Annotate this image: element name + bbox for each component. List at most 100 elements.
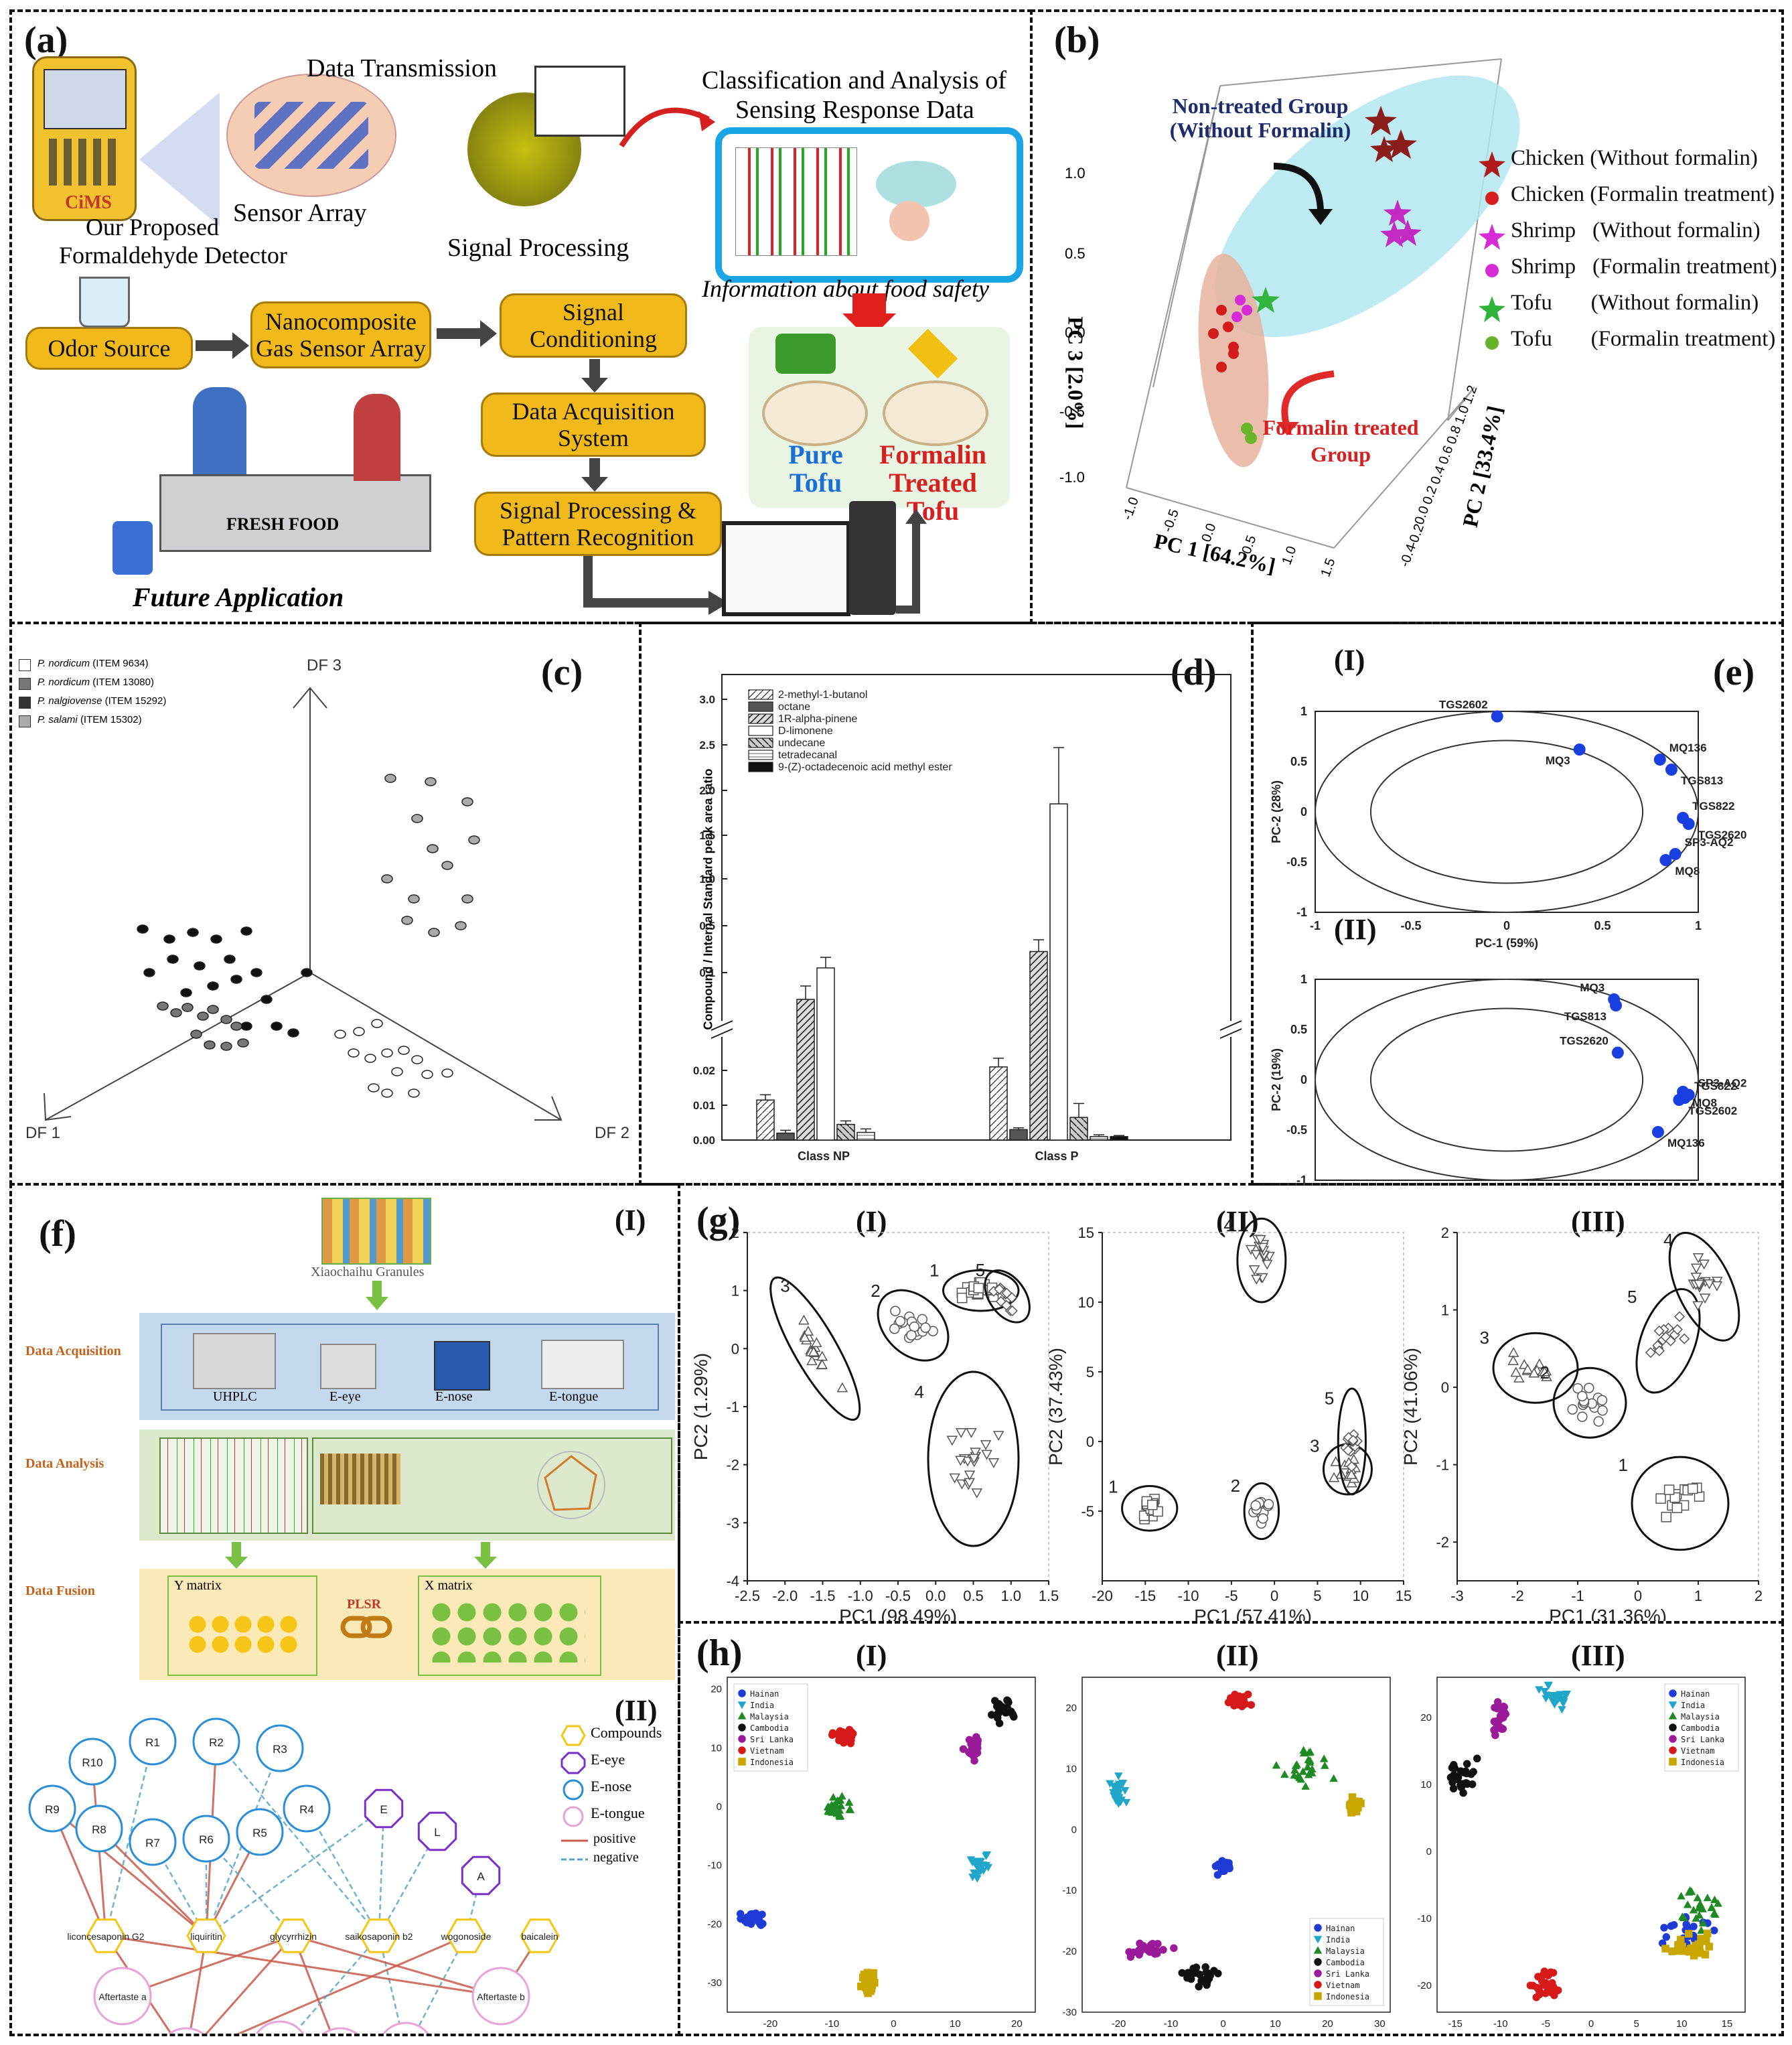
g-data-point: [966, 1428, 977, 1438]
analysis-box: [312, 1437, 672, 1534]
spectrum-image: [320, 1454, 400, 1504]
h-data-point: [830, 1802, 839, 1810]
h-legend-label: Vietnam: [1681, 1746, 1715, 1756]
d-bar: [836, 1123, 855, 1141]
c-scatter-points: [137, 774, 480, 1098]
h-data-point: [1686, 1886, 1694, 1894]
h-data-point: [1542, 1989, 1550, 1997]
e-outer-circle: [1315, 711, 1699, 913]
h-data-point: [1661, 1945, 1669, 1953]
h-data-point: [1296, 1775, 1306, 1783]
compound-node-label: baicalein: [521, 1931, 558, 1942]
granules-photo: [321, 1198, 431, 1265]
legend-enose: E-nose: [591, 1778, 632, 1794]
panel-c-label: (c): [541, 652, 583, 693]
g-xtick-label: 0: [1270, 1588, 1278, 1604]
d-axis-break: [1219, 1020, 1242, 1031]
arrow-down-2: [581, 458, 608, 492]
g-data-point: [1690, 1272, 1702, 1283]
data-point: [190, 1030, 202, 1039]
e-plot-frame: [1315, 711, 1699, 913]
h-legend-marker: [737, 1711, 747, 1719]
h-data-point: [1135, 1951, 1143, 1959]
panel-h-label: (h): [696, 1632, 743, 1674]
h-ytick-label: 10: [1065, 1763, 1077, 1774]
h-legend-label: Cambodia: [750, 1723, 789, 1733]
g-plot-frame: [1102, 1232, 1404, 1581]
g-xtick-label: -15: [1134, 1588, 1156, 1604]
analysis-screen: [715, 127, 1023, 283]
h-data-point: [1195, 1970, 1204, 1979]
e-plot-frame: [1315, 979, 1699, 1181]
data-point: [240, 926, 252, 936]
g-data-point: [1693, 1279, 1705, 1290]
h-data-point: [1272, 1761, 1281, 1769]
g-data-point: [1711, 1281, 1723, 1291]
h-plot-frame: [1436, 1677, 1746, 2013]
g-xtick-label: 15: [1396, 1588, 1412, 1604]
d-bar: [1009, 1129, 1028, 1141]
h-data-point: [1459, 1788, 1467, 1797]
future-application-label: Future Application: [133, 582, 344, 612]
g-ytick-label: -3: [726, 1514, 739, 1531]
h-data-point: [1299, 1749, 1309, 1757]
g-data-point: [1577, 1411, 1588, 1422]
panel-e-label: (e): [1713, 652, 1755, 693]
black-curved-arrow: [1273, 163, 1333, 225]
g-data-point: [995, 1295, 1006, 1308]
h-xtick-label: 10: [950, 2018, 961, 2030]
g-data-point: [1263, 1498, 1274, 1510]
h-legend-marker: [737, 1701, 747, 1709]
d-legend-swatch: [748, 737, 773, 748]
h-data-point: [759, 1920, 767, 1928]
legend-row: Tofu (Without formalin): [1511, 291, 1759, 315]
data-point: [391, 1067, 403, 1076]
h-data-point: [1319, 1754, 1329, 1762]
pure-tofu-plate: [762, 380, 868, 446]
enose-node-label: R9: [45, 1803, 60, 1816]
e-sensor-label: TGS822: [1694, 1080, 1736, 1092]
h-legend-marker: [1314, 1992, 1322, 2000]
h-data-point: [1116, 1798, 1125, 1807]
shrimp-treated-markers: [1231, 295, 1252, 322]
g-group-ellipse: [1668, 1231, 1740, 1342]
e-sensor-point: [1491, 710, 1503, 723]
g-ytick-label: 15: [1078, 1224, 1094, 1241]
g-group-ellipse: [1552, 1366, 1627, 1439]
data-point: [427, 844, 439, 853]
g-group-label: 4: [1663, 1230, 1673, 1250]
compound-node: [520, 1918, 560, 1953]
h-data-point: [1290, 1771, 1298, 1779]
h-data-point: [1345, 1801, 1354, 1809]
g-data-point: [1699, 1293, 1711, 1304]
data-point: [421, 1070, 433, 1079]
h-data-point: [1688, 1944, 1696, 1953]
d-category-label: Class P: [1035, 1149, 1078, 1163]
g-data-point: [1704, 1279, 1715, 1289]
d-bar: [1049, 803, 1068, 1141]
data-point: [194, 961, 206, 971]
h-data-point: [968, 1859, 977, 1867]
g-data-point: [1328, 1472, 1340, 1482]
legend-species: Tofu: [1511, 291, 1552, 315]
g-xtick-label: -20: [1092, 1588, 1113, 1604]
enose-node-label: R1: [145, 1736, 160, 1749]
legend-star-chicken: [1479, 151, 1505, 178]
compound-node: [186, 1918, 226, 1953]
h-data-point: [1493, 1698, 1502, 1706]
h-legend-marker: [1668, 1711, 1677, 1719]
df3-label: DF 3: [307, 656, 342, 675]
d-ytick-label: 0.5: [699, 920, 715, 932]
e-sub-I: (I): [1334, 644, 1365, 677]
c-legend-species: P. nordicum: [38, 658, 90, 669]
d-ytick-label: 1.5: [699, 829, 715, 842]
g-ytick-label: 2: [731, 1224, 739, 1241]
d-ytick-label: 0.01: [693, 1099, 715, 1112]
h-data-point: [1662, 1933, 1671, 1941]
g-data-point: [955, 1428, 967, 1439]
h-ytick-label: -30: [1062, 2007, 1077, 2018]
d-bar: [1110, 1136, 1128, 1141]
h-data-point: [970, 1756, 978, 1765]
